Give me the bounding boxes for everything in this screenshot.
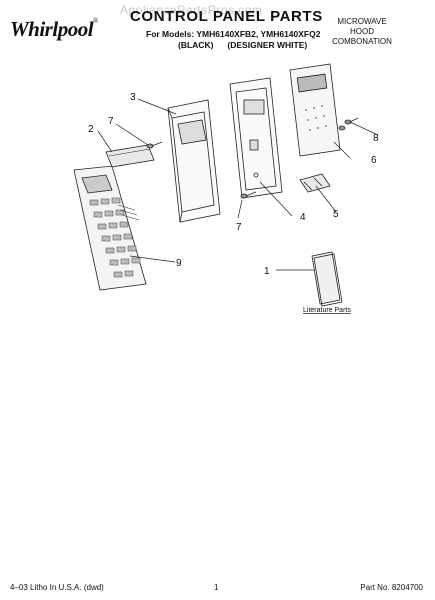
brand-logo: Whirlpool® xyxy=(10,17,98,42)
models-line: For Models: YMH6140XFB2, YMH6140XFQ2 xyxy=(146,29,321,39)
callout-2: 2 xyxy=(88,124,94,135)
category-line-2: HOOD xyxy=(350,27,374,36)
callout-7-upper: 7 xyxy=(108,116,114,127)
category-line-3: COMBONATION xyxy=(332,37,392,46)
brand-name: Whirlpool xyxy=(10,17,94,41)
callout-1: 1 xyxy=(264,266,270,277)
part-9-keypad-overlay xyxy=(73,165,147,291)
part-7-screw-lower xyxy=(240,191,257,199)
category-line-1: MICROWAVE xyxy=(337,17,387,26)
variant-line: (BLACK) (DESIGNER WHITE) xyxy=(178,40,307,50)
literature-parts-label: Literature Parts xyxy=(303,307,351,314)
callout-9: 9 xyxy=(176,258,182,269)
variant-white: (DESIGNER WHITE) xyxy=(227,40,308,50)
leader-lines xyxy=(97,98,379,271)
callout-8: 8 xyxy=(373,133,379,144)
watermark-text: AppliancePartsPros.com xyxy=(120,3,263,17)
part-3-control-panel-frame xyxy=(167,99,221,223)
callout-7-lower: 7 xyxy=(236,222,242,233)
callout-5: 5 xyxy=(333,209,339,220)
footer-part-number: Part No. 8204700 xyxy=(360,583,423,592)
variant-black: (BLACK) xyxy=(178,40,214,50)
part-4-control-board-bracket xyxy=(229,77,283,199)
part-5-latch-bracket xyxy=(299,173,331,193)
part-8-screws xyxy=(338,117,359,131)
page-title: CONTROL PANEL PARTS xyxy=(130,8,323,25)
part-2-display-window xyxy=(105,144,155,168)
callout-3: 3 xyxy=(130,92,136,103)
callout-6: 6 xyxy=(371,155,377,166)
part-6-electronic-control-board xyxy=(289,63,341,157)
footer-page-number: 1 xyxy=(214,583,219,592)
brand-registered-mark: ® xyxy=(93,17,98,25)
part-7-screw-upper xyxy=(146,141,163,149)
part-1-literature-booklet xyxy=(311,251,343,307)
footer-litho: 4–03 Litho In U.S.A. (dwd) xyxy=(10,583,104,592)
callout-4: 4 xyxy=(300,212,306,223)
product-category: MICROWAVE HOOD COMBONATION xyxy=(307,17,417,47)
